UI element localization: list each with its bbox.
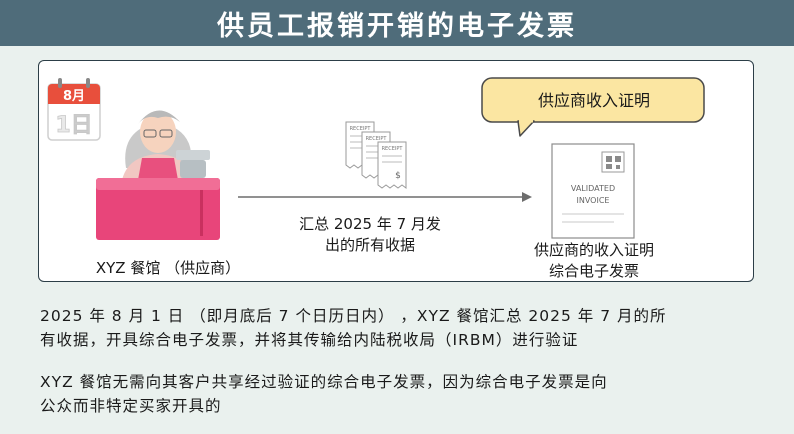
arrow-label-line1: 汇总 2025 年 7 月发 <box>299 215 441 233</box>
invoice-caption-line2: 综合电子发票 <box>548 262 639 280</box>
invoice-caption-line1: 供应商的收入证明 <box>533 241 654 259</box>
receipts-stack-icon: RECEIPT RECEIPT RECEIPT $ <box>345 121 407 189</box>
invoice-stamp-line2: INVOICE <box>577 196 610 205</box>
cash-register-icon <box>176 150 210 178</box>
invoice-stamp-line1: VALIDATED <box>571 184 615 193</box>
svg-text:RECEIPT: RECEIPT <box>382 146 404 152</box>
svg-text:RECEIPT: RECEIPT <box>366 136 388 142</box>
flow-arrow <box>238 192 532 202</box>
svg-text:RECEIPT: RECEIPT <box>350 126 372 132</box>
paragraph-1-line2: 有收据，开具综合电子发票，并将其传输给内陆税收局（IRBM）进行验证 <box>40 331 579 349</box>
calendar-icon: 8月 1日 <box>47 78 101 141</box>
calendar-day: 1日 <box>55 113 92 138</box>
speech-bubble <box>481 77 705 137</box>
paragraph-2: XYZ 餐馆无需向其客户共享经过验证的综合电子发票，因为综合电子发票是向 公众而… <box>40 370 760 418</box>
invoice-caption: 供应商的收入证明 综合电子发票 <box>494 240 694 282</box>
paragraph-2-line1: XYZ 餐馆无需向其客户共享经过验证的综合电子发票，因为综合电子发票是向 <box>40 373 608 391</box>
shop-counter <box>96 178 220 240</box>
calendar-month: 8月 <box>63 89 85 104</box>
arrow-label: 汇总 2025 年 7 月发 出的所有收据 <box>270 214 470 256</box>
illustration-canvas: 8月 1日 RECEIPT <box>47 77 705 240</box>
paragraph-1: 2025 年 8 月 1 日 （即月底后 7 个日历日内） ，XYZ 餐馆汇总 … <box>40 304 760 352</box>
arrow-label-line2: 出的所有收据 <box>324 236 415 254</box>
page-title: 供员工报销开销的电子发票 <box>217 10 577 42</box>
supplier-label: XYZ 餐馆 （供应商） <box>95 259 241 277</box>
validated-invoice-icon: VALIDATED INVOICE <box>551 143 635 239</box>
paragraph-1-line1: 2025 年 8 月 1 日 （即月底后 7 个日历日内） ，XYZ 餐馆汇总 … <box>40 307 667 325</box>
paragraph-2-line2: 公众而非特定买家开具的 <box>40 397 222 415</box>
bubble-text: 供应商收入证明 <box>537 91 650 110</box>
header-banner: 供员工报销开销的电子发票 <box>0 0 794 46</box>
svg-text:$: $ <box>395 171 401 181</box>
shopkeeper-figure <box>122 110 196 180</box>
